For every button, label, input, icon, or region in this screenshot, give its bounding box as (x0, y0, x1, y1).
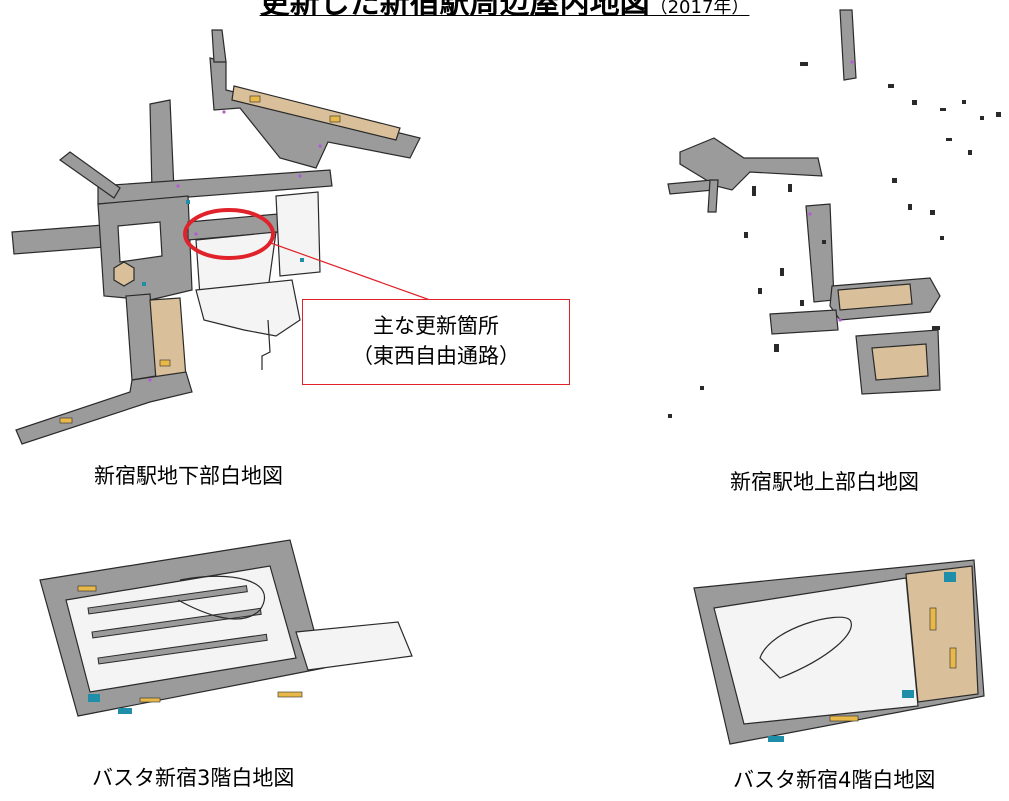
callout-line1: 主な更新箇所 (373, 314, 499, 338)
aboveground-northwest-path (679, 137, 823, 191)
underground-shop-block (231, 85, 401, 141)
busta-4f-roadway (713, 577, 919, 725)
page-title-main: 更新した新宿駅周辺屋内地図 (260, 0, 650, 16)
busta-3f-platform-a (87, 585, 248, 615)
busta-4f-map (693, 559, 985, 745)
map-caption-underground: 新宿駅地下部白地図 (94, 464, 283, 488)
callout-leader-line (267, 241, 431, 301)
aboveground-center-block (805, 203, 835, 303)
callout-line2: （東西自由通路） (352, 344, 520, 368)
underground-north-corridor (149, 99, 175, 193)
underground-upper-ew-corridor (97, 169, 333, 205)
map-caption-busta-3f: バスタ新宿3階白地図 (92, 766, 295, 790)
page-title-sub: （2017年） (649, 0, 750, 16)
map-caption-busta-4f: バスタ新宿4階白地図 (733, 768, 936, 792)
underground-south-block (195, 279, 301, 337)
aboveground-west-leg (707, 179, 719, 213)
busta-4f-shops (905, 565, 979, 703)
busta-3f-ramp (295, 621, 413, 671)
aboveground-west-spur (667, 179, 715, 195)
underground-east-building (275, 191, 321, 277)
page-title-clip: 更新した新宿駅周辺屋内地図（2017年） (0, 0, 1009, 16)
underground-south-spur (261, 319, 271, 370)
aboveground-north-tower (839, 9, 857, 81)
page-title: 更新した新宿駅周辺屋内地図（2017年） (0, 0, 1009, 16)
underground-west-loop (59, 151, 121, 199)
map-caption-aboveground: 新宿駅地上部白地図 (730, 470, 919, 494)
underground-north-spur (211, 29, 227, 63)
busta-4f-loop (759, 616, 852, 679)
underground-southwest-corridor (15, 371, 193, 445)
busta-3f-platform-c (97, 633, 268, 665)
underground-south-shop (149, 297, 187, 381)
aboveground-shop-block (837, 283, 913, 311)
aboveground-south-shop (871, 343, 929, 381)
underground-map (11, 29, 431, 445)
update-highlight-ellipse (183, 208, 275, 260)
aboveground-west-corridor (769, 309, 839, 335)
underground-plaza-void (117, 221, 163, 263)
busta-3f-map (39, 539, 413, 717)
aboveground-map (667, 9, 1001, 418)
busta-3f-platform-b (91, 607, 262, 639)
underground-octagon-shop (113, 261, 135, 287)
busta-3f-loop (177, 575, 266, 620)
update-callout-box: 主な更新箇所 （東西自由通路） (302, 299, 570, 385)
